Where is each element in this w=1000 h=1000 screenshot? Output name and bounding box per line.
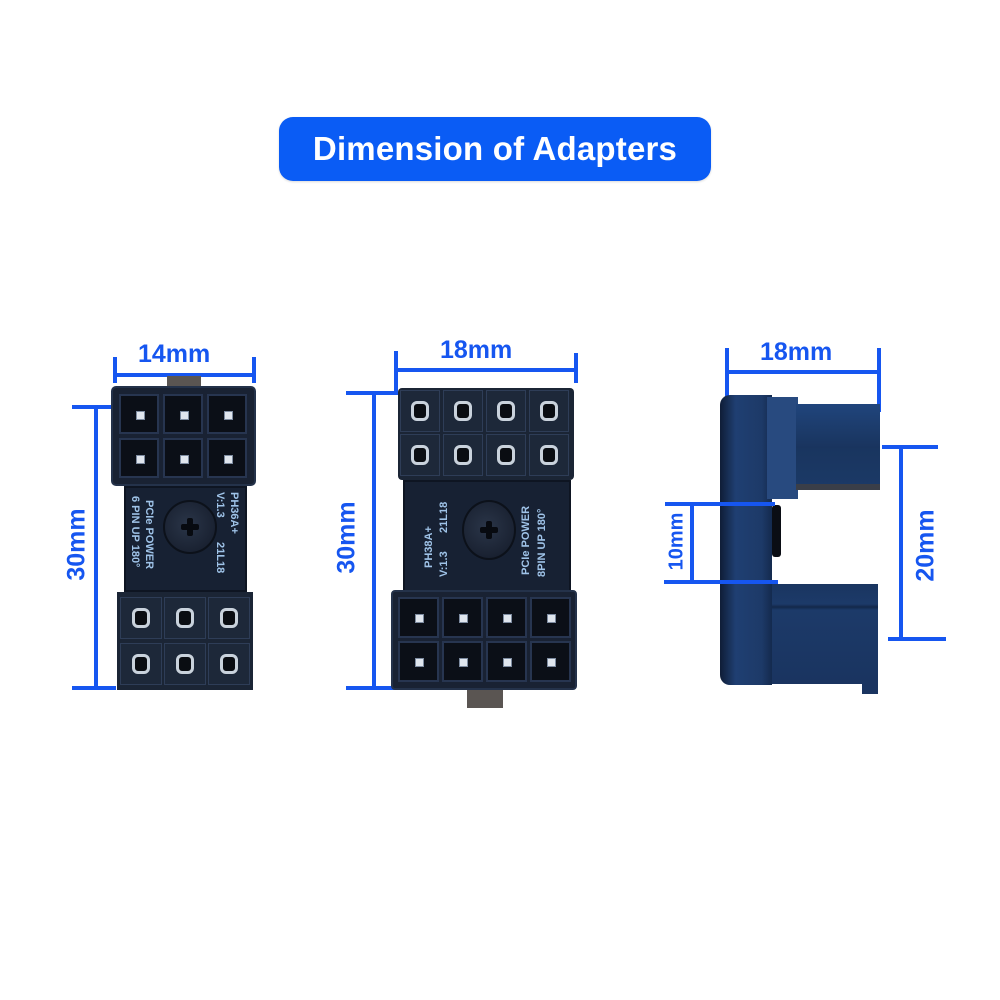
pin-terminal xyxy=(120,597,162,639)
bottom-latch xyxy=(862,684,878,694)
height-label: 30mm xyxy=(332,501,361,574)
side-spine xyxy=(720,395,772,685)
span-label: 20mm xyxy=(911,509,940,582)
pin-terminal xyxy=(208,643,250,685)
pin-terminal xyxy=(443,390,483,432)
height-tick-top xyxy=(346,391,398,395)
width-tick-left xyxy=(113,357,117,383)
span-dimension-line xyxy=(899,447,903,639)
screw-head-side xyxy=(772,505,781,557)
socket xyxy=(442,641,483,682)
pin-terminal xyxy=(529,434,569,476)
width-dimension-line xyxy=(114,373,254,377)
screw-icon xyxy=(163,500,217,554)
latch-tab xyxy=(467,690,503,708)
width-tick-right xyxy=(574,353,578,383)
top-arm xyxy=(796,404,880,448)
span-tick-bottom xyxy=(888,637,946,641)
top-arm-edge xyxy=(796,484,880,490)
socket xyxy=(486,597,527,638)
pin-terminal xyxy=(164,597,206,639)
top-clip xyxy=(767,397,798,499)
gap-tick-bottom xyxy=(664,580,778,584)
width-label: 14mm xyxy=(138,340,211,368)
width-tick-right xyxy=(877,348,881,412)
socket xyxy=(398,597,439,638)
height-tick-bottom xyxy=(72,686,116,690)
width-dimension-line xyxy=(396,368,576,372)
socket xyxy=(486,641,527,682)
width-tick-left xyxy=(725,348,729,398)
pcb-line1-text: PCIe POWER xyxy=(520,505,532,575)
height-dimension-line xyxy=(94,406,98,689)
socket xyxy=(163,438,203,478)
width-tick-left xyxy=(394,351,398,391)
socket xyxy=(119,394,159,434)
pin-terminal xyxy=(486,434,526,476)
height-tick-top xyxy=(72,405,112,409)
pin-terminal xyxy=(486,390,526,432)
pin-terminal xyxy=(400,434,440,476)
width-dimension-line xyxy=(727,370,879,374)
pcb-line2-text: 6 PIN UP 180° xyxy=(129,496,141,568)
pin-terminal xyxy=(443,434,483,476)
pin-terminal xyxy=(208,597,250,639)
pin-terminal xyxy=(529,390,569,432)
gap-label: 10mm xyxy=(665,512,688,571)
pcb-line1-text: PCIe POWER xyxy=(143,500,155,570)
pcb-version-text: V:1.3 xyxy=(438,551,450,577)
span-tick-top xyxy=(882,445,938,449)
socket xyxy=(530,597,571,638)
width-label: 18mm xyxy=(760,338,833,366)
socket xyxy=(442,597,483,638)
pcb-line2-text: 8PIN UP 180° xyxy=(536,508,548,577)
bottom-arm xyxy=(772,584,878,684)
socket xyxy=(207,394,247,434)
height-dimension-line xyxy=(372,392,376,690)
socket xyxy=(207,438,247,478)
width-label: 18mm xyxy=(440,336,513,364)
pcb-date-text: 21L18 xyxy=(438,501,450,533)
pin-terminal xyxy=(400,390,440,432)
socket xyxy=(530,641,571,682)
gap-dimension-line xyxy=(690,503,694,583)
pcb-version-text: V:1.3 xyxy=(214,492,226,518)
gap-tick-top xyxy=(665,502,775,506)
pcb-label-plate xyxy=(403,480,571,592)
top-arm-lower xyxy=(796,448,880,486)
width-tick-right xyxy=(252,357,256,383)
socket xyxy=(119,438,159,478)
height-label: 30mm xyxy=(62,508,91,581)
pcb-date-text: 21L18 xyxy=(214,542,226,574)
page-title: Dimension of Adapters xyxy=(279,117,711,181)
height-tick-bottom xyxy=(346,686,398,690)
pin-terminal xyxy=(164,643,206,685)
pin-terminal xyxy=(120,643,162,685)
screw-icon xyxy=(462,500,516,560)
pcb-model-text: PH38A+ xyxy=(423,526,435,568)
socket xyxy=(398,641,439,682)
pcb-model-text: PH36A+ xyxy=(228,492,240,534)
socket xyxy=(163,394,203,434)
